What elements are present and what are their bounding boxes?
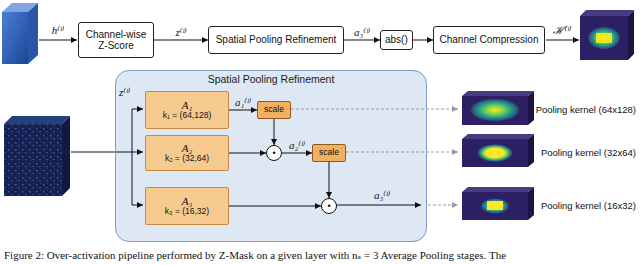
node-text: •: [272, 149, 275, 158]
label-holder: h⁽ˡ⁾: [52, 24, 64, 37]
node-text: k₁ = (64,128): [163, 111, 211, 121]
node-text: scale: [264, 105, 284, 115]
edge-label: a₂⁽ˡ⁾: [289, 139, 305, 152]
kernel-caption: Pooling kernel (32x64): [541, 148, 636, 159]
node-text: abs(): [385, 34, 408, 46]
heatmap: [462, 187, 534, 220]
edge-label: a₁⁽ˡ⁾: [235, 96, 251, 109]
input-arrow: [39, 40, 77, 41]
output-heatmap: [580, 10, 634, 60]
process-box: Channel-wise Z-Score: [78, 22, 154, 58]
input-tensor: [2, 3, 38, 64]
label-holder: ℋ⁽ˡ⁾: [553, 24, 572, 37]
caption-holder: Figure 2: Over-activation pipeline perfo…: [4, 249, 506, 262]
panel-title: Spatial Pooling Refinement: [116, 73, 426, 85]
node-text: k₂ = (32,64): [165, 154, 209, 164]
edge-label: z⁽ˡ⁾: [175, 26, 186, 39]
label-holder: Pooling kernel (16x32): [541, 201, 636, 212]
label-holder: Pooling kernel (64x128): [536, 105, 636, 116]
flow-arrow: [229, 110, 257, 111]
kernel-caption: Pooling kernel (64x128): [536, 105, 636, 116]
flow-arrow: [274, 119, 275, 145]
pooling-box: A₂k₂ = (32,64): [145, 135, 229, 171]
flow-arrow: [344, 40, 380, 41]
edge-label-holder: a₁⁽ˡ⁾: [235, 96, 251, 109]
node-text: A₂: [182, 142, 193, 155]
module-panel: Spatial Pooling RefinementA₁k₁ = (64,128…: [115, 70, 427, 242]
kernel-caption: Pooling kernel (16x32): [541, 201, 636, 212]
edge-label-holder: z⁽ˡ⁾: [175, 26, 186, 39]
flow-arrow: [154, 40, 208, 41]
process-box: Channel Compression: [433, 26, 545, 54]
signal-label: a₃⁽ˡ⁾: [374, 189, 390, 202]
node-text: Channel-wise Z-Score: [83, 29, 149, 52]
flow-arrow: [282, 153, 312, 154]
product-circle: •: [321, 198, 337, 214]
edge-label: a₃⁽ˡ⁾: [354, 26, 370, 39]
scale-box: scale: [312, 144, 346, 162]
node-text: Spatial Pooling Refinement: [216, 34, 337, 46]
flow-arrow: [229, 206, 321, 207]
edge-label-holder: a₂⁽ˡ⁾: [289, 139, 305, 152]
product-circle: •: [266, 145, 282, 161]
node-text: scale: [319, 148, 339, 158]
heatmap: [462, 91, 534, 125]
signal-label: z⁽ˡ⁾: [119, 86, 130, 99]
scale-box: scale: [257, 101, 291, 119]
node-text: A₃: [182, 195, 193, 208]
process-box: Spatial Pooling Refinement: [208, 26, 344, 54]
label-holder: a₃⁽ˡ⁾: [374, 189, 390, 202]
signal-label: ℋ⁽ˡ⁾: [553, 24, 572, 37]
signal-label: h⁽ˡ⁾: [52, 24, 64, 37]
label-holder: z⁽ˡ⁾: [119, 86, 130, 99]
split-wires: [71, 109, 421, 205]
label-holder: Pooling kernel (32x64): [541, 148, 636, 159]
node-text: k₃ = (16,32): [165, 207, 209, 217]
panel-fill: [115, 70, 427, 242]
pooling-box: A₁k₁ = (64,128): [145, 91, 229, 129]
dashed-leaders: [291, 109, 458, 205]
flow-arrow: [329, 162, 330, 198]
feature-tensor: [4, 116, 70, 196]
node-text: Channel Compression: [440, 34, 539, 46]
edge-label-holder: a₃⁽ˡ⁾: [354, 26, 370, 39]
node-text: A₁: [182, 99, 193, 112]
operation-box: abs(): [380, 30, 413, 50]
heatmap: [462, 134, 534, 167]
pooling-box: A₃k₃ = (16,32): [145, 187, 229, 225]
node-text: •: [327, 202, 330, 211]
flow-arrow: [413, 40, 433, 41]
figure-caption: Figure 2: Over-activation pipeline perfo…: [4, 249, 506, 262]
flow-arrow: [229, 153, 266, 154]
output-arrow: [546, 40, 579, 41]
